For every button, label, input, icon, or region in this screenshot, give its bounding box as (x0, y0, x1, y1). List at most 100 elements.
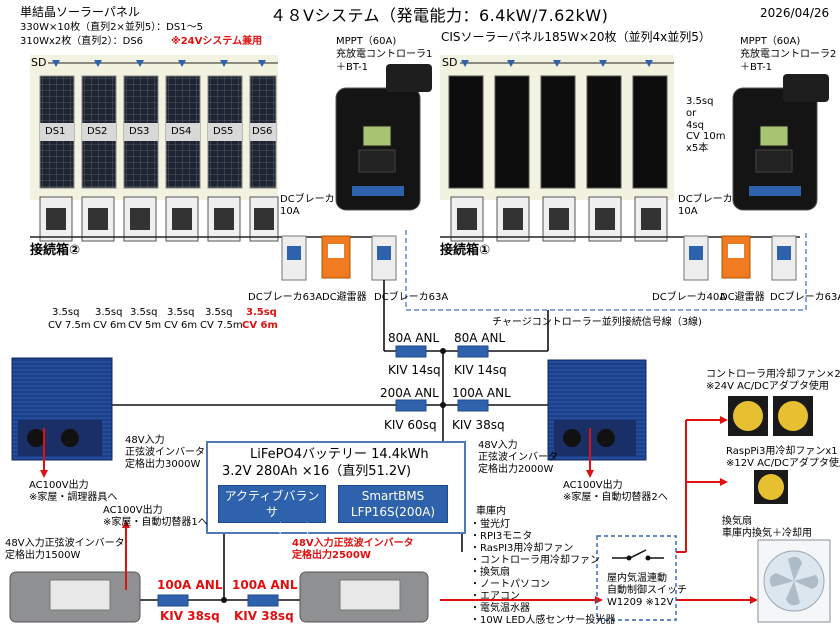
smart-bms: SmartBMS LFP16S(200A) (338, 485, 448, 523)
mono-string-breakers (39, 196, 279, 242)
dc-breakers-left (281, 235, 397, 281)
page-title: ４８Vシステム（発電能力：6.4kW/7.62kW) (270, 6, 609, 25)
smart-bms-line1: SmartBMS (361, 489, 425, 503)
cable-size: 3.5sq (52, 307, 80, 318)
string-label: DS5 (213, 126, 234, 137)
mppt2-line1: MPPT（60A) (740, 36, 801, 47)
cable-spec: CV 6m (242, 320, 278, 331)
mono-panel-heading: 単結晶ソーラーパネル (20, 5, 140, 19)
fuse-label: 80A ANL (454, 331, 506, 345)
fuse-label: 100A ANL (452, 386, 511, 400)
controller-fan-label: コントローラ用冷却ファン×2 ※24V AC/DCアダプタ使用 (706, 369, 840, 392)
list-item: ・エアコン (470, 591, 520, 602)
string-label: DS4 (171, 126, 192, 137)
dc-breaker-10a-right: DCブレーカ 10A (678, 194, 733, 217)
dc-breaker-10a-left: DCブレーカ 10A (280, 194, 335, 217)
dc-spd-left: DC避雷器 (322, 292, 367, 303)
switch-icon (612, 549, 664, 559)
switch-box (596, 535, 677, 621)
cis-panel-group (448, 75, 668, 189)
inverter-2000w (547, 359, 647, 461)
cable-size: 3.5sq (205, 307, 233, 318)
junction-box-1-label: 接続箱① (440, 243, 491, 258)
mppt-controller-2 (732, 74, 829, 211)
dc-breaker-63a-left: DCブレーカ63A (248, 292, 323, 303)
battery-line2: 3.2V 280Ah ×16（直列51.2V) (222, 464, 412, 479)
sd-label-left: SD (31, 56, 47, 69)
fuse-cable: KIV 14sq (388, 363, 441, 377)
cable-size: 3.5sq (167, 307, 195, 318)
fuse-cable: KIV 38sq (452, 418, 505, 432)
mppt2-line3: ＋BT-1 (740, 62, 773, 73)
cis-panel-heading: CISソーラーパネル185W×20枚（並列4x並列5） (441, 30, 711, 44)
string-label: DS3 (129, 126, 150, 137)
list-item: ・コントローラ用冷却ファン (470, 555, 600, 566)
auto-switch-label: 屋内気温連動 自動制御スイッチ W1209 ※12V (607, 573, 687, 608)
mono-panel-line2: 310Wx2枚（直列2）：DS6 (20, 36, 144, 47)
dc-wiring (112, 280, 549, 601)
mppt1-line2: 充放電コントローラ1 (336, 49, 433, 60)
inverter-2000w-spec: 48V入力 正弦波インバータ 定格出力2000W (478, 440, 558, 475)
list-item: ・電気温水器 (470, 603, 530, 614)
battery-line1: LiFePO4バッテリー 14.4kWh (250, 447, 429, 462)
fuse-label: 100A ANL (232, 578, 298, 592)
cable-size: 3.5sq (246, 307, 277, 318)
sd-label-right: SD (442, 56, 458, 69)
string-label: DS1 (45, 126, 66, 137)
inverter-3000w-spec: 48V入力 正弦波インバータ 定格出力3000W (125, 435, 205, 470)
anl-fuse-icons (157, 345, 489, 607)
list-item: ・10W LED人感センサー投光器 (470, 615, 616, 626)
cable-spec: CV 7.5m (48, 320, 91, 331)
inverter-2500w (299, 571, 429, 623)
ventilation-fan-icon (757, 539, 831, 623)
list-item: ・RPI3モニタ (470, 531, 533, 542)
cooling-fan-icons (728, 396, 813, 504)
mono-panel-note: ※24Vシステム兼用 (171, 36, 263, 47)
list-item: ・蛍光灯 (470, 519, 510, 530)
cable-spec: CV 5m (128, 320, 162, 331)
raspi-fan-label: RaspPi3用冷却ファンx1 ※12V AC/DCアダプタ使用 (726, 446, 840, 469)
dc-breaker-63a-mid: DCブレーカ63A (374, 292, 449, 303)
fuse-cable: KIV 60sq (384, 418, 437, 432)
mono-panel-line1: 330W×10枚（直列2×並列5）：DS1～5 (20, 22, 203, 33)
fuse-label: 80A ANL (388, 331, 440, 345)
mono-panel-group (39, 75, 277, 189)
fuse-cable: KIV 14sq (454, 363, 507, 377)
signal-line (405, 230, 807, 311)
cable-size: 3.5sq (130, 307, 158, 318)
controller-signal-line: チャージコントローラー並列接続信号線（3線) (492, 317, 702, 328)
dc-breaker-63a-right: DCブレーカ63A (770, 292, 840, 303)
cis-cable-note: 3.5sq or 4sq CV 10m x5本 (686, 96, 726, 155)
fuse-cable: KIV 38sq (160, 609, 220, 623)
dc-breakers-right (683, 235, 797, 281)
inverter-1500w-ac-out: AC100V出力 ※家屋・自動切替器1へ (103, 505, 208, 528)
list-item: ・換気扇 (470, 567, 510, 578)
list-item: ・RasPI3用冷却ファン (470, 543, 574, 554)
vehicle-heading: 車庫内 (476, 506, 506, 517)
inverter-1500w (9, 571, 141, 623)
cis-string-breakers (450, 196, 668, 242)
list-item: ・ノートパソコン (470, 579, 550, 590)
date: 2026/04/26 (760, 6, 830, 20)
sd-marker-icon (52, 60, 653, 67)
junction-box-2-label: 接続箱② (30, 243, 81, 258)
mppt-controller-1 (335, 64, 432, 211)
cable-spec: CV 6m (93, 320, 127, 331)
active-balancer-line2: LFP16S(10A) (233, 521, 311, 536)
string-label: DS2 (87, 126, 108, 137)
cable-size: 3.5sq (95, 307, 123, 318)
red-arrows (43, 419, 750, 601)
inverter-1500w-spec: 48V入力正弦波インバータ 定格出力1500W (5, 538, 125, 561)
dc-spd-right: DC避雷器 (720, 292, 765, 303)
inverter-3000w-ac-out: AC100V出力 ※家屋・調理器具へ (29, 480, 118, 503)
smart-bms-line2: LFP16S(200A) (350, 505, 436, 520)
fuse-cable: KIV 38sq (234, 609, 294, 623)
fuse-label: 200A ANL (380, 386, 439, 400)
string-label: DS6 (252, 126, 273, 137)
inverter-2000w-ac-out: AC100V出力 ※家屋・自動切替器2へ (563, 480, 668, 503)
vent-fan-label: 換気扇 車庫内換気＋冷却用 (722, 516, 812, 539)
cable-spec: CV 7.5m (200, 320, 243, 331)
active-balancer-line1: アクティブバランサ (224, 489, 320, 520)
mppt1-line3: ＋BT-1 (336, 62, 369, 73)
mppt2-line2: 充放電コントローラ2 (740, 49, 837, 60)
